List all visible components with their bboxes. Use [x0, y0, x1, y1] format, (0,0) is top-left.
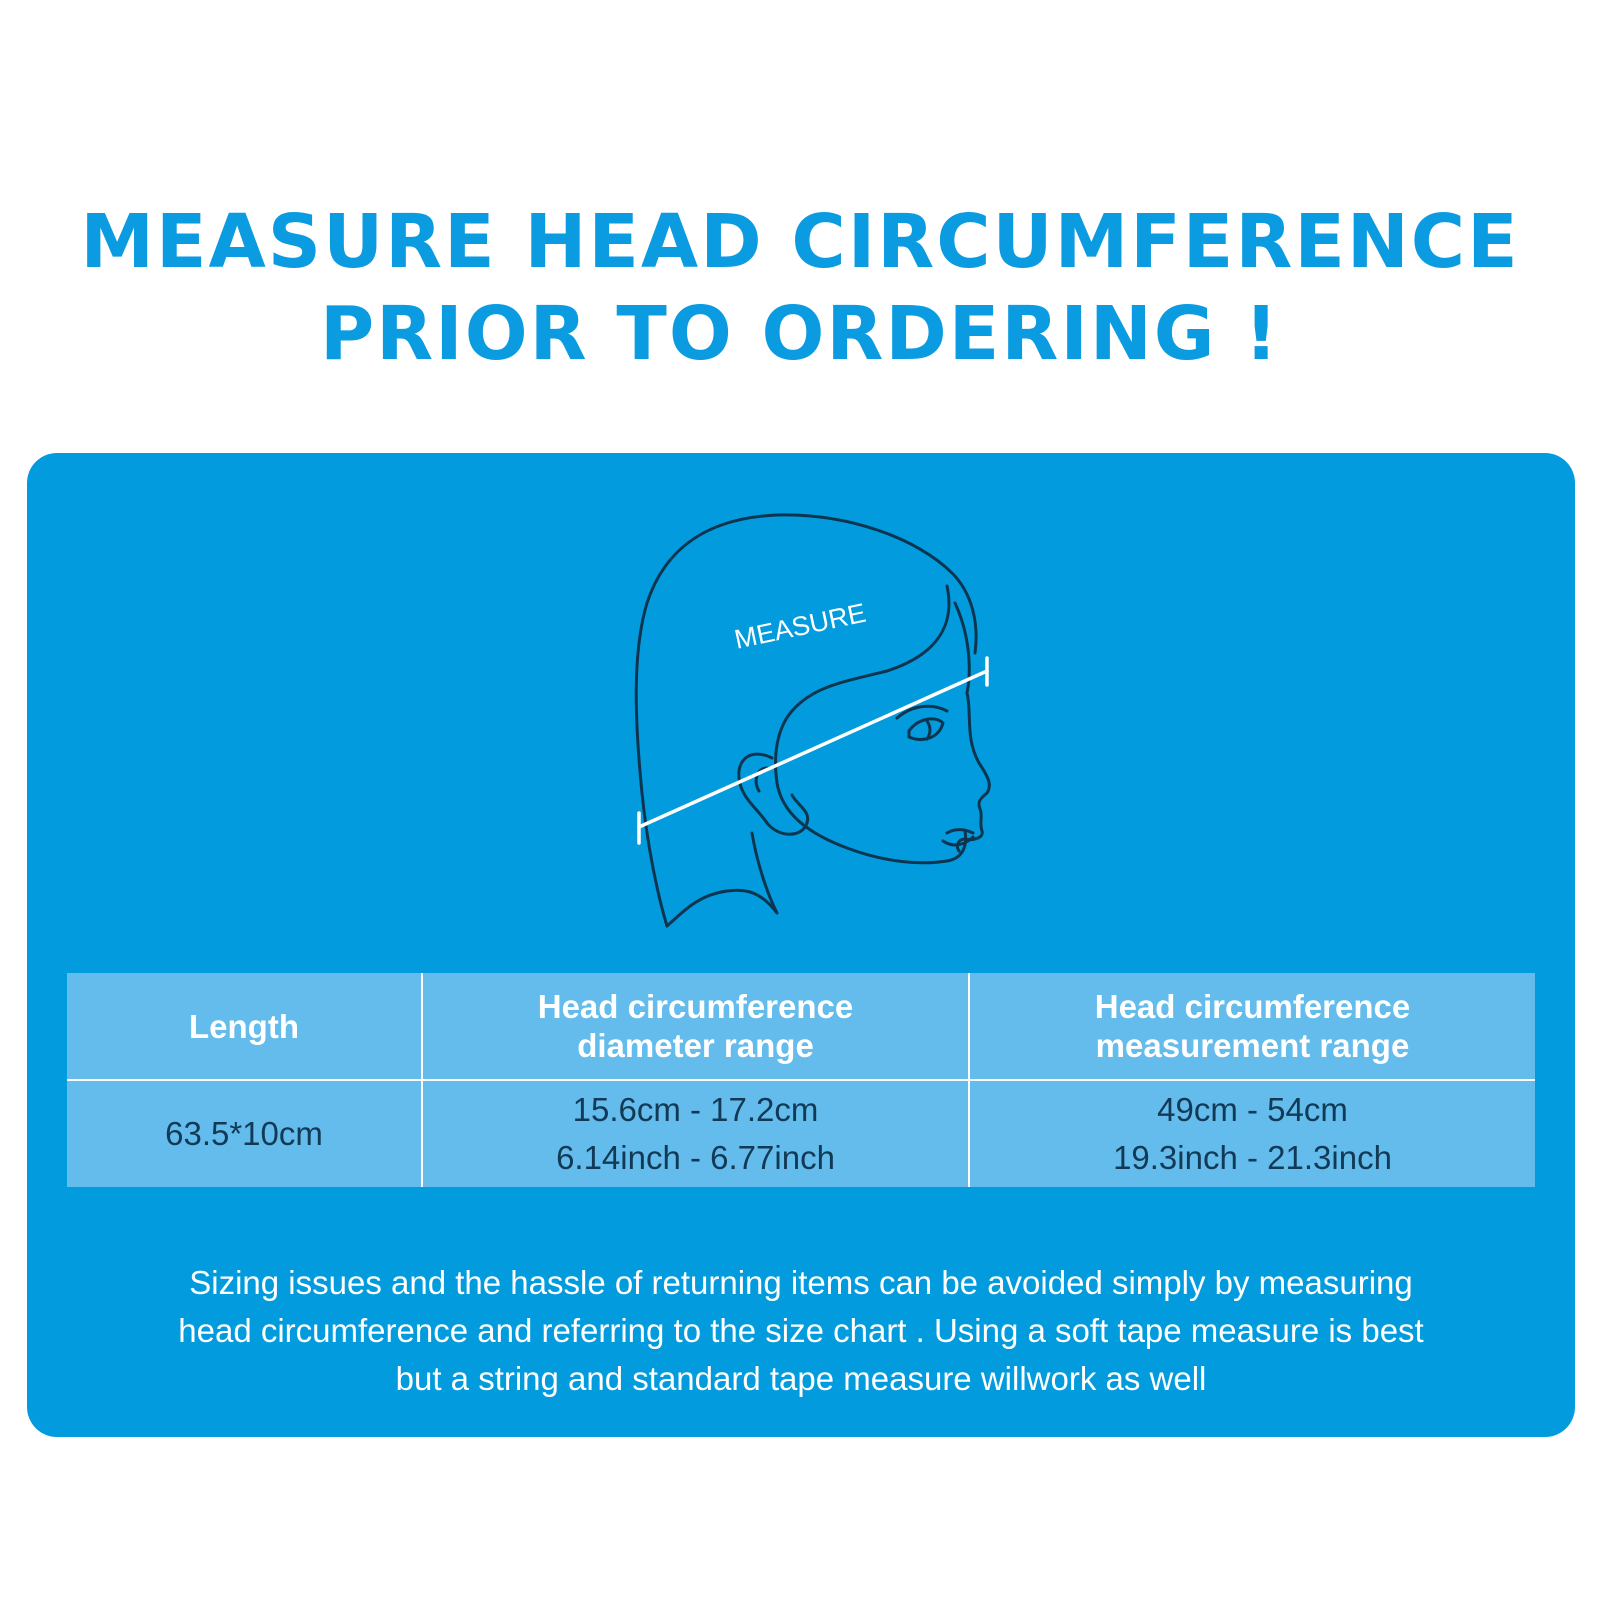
size-table: Length Head circumference diameter range…	[67, 973, 1535, 1187]
eyebrow	[895, 704, 949, 720]
header-measurement-range: Head circumference measurement range	[968, 973, 1535, 1081]
eye	[907, 717, 945, 741]
measure-label: MEASURE	[732, 598, 869, 655]
size-table-header-row: Length Head circumference diameter range…	[67, 973, 1535, 1081]
page-headline: MEASURE HEAD CIRCUMFERENCE PRIOR TO ORDE…	[0, 196, 1600, 380]
table-row: 63.5*10cm 15.6cm - 17.2cm 6.14inch - 6.7…	[67, 1079, 1535, 1187]
headline-line-1: MEASURE HEAD CIRCUMFERENCE	[80, 199, 1520, 285]
header-diameter-range: Head circumference diameter range	[421, 973, 970, 1081]
note-line-1: Sizing issues and the hassle of returnin…	[189, 1264, 1413, 1301]
lips	[941, 828, 975, 847]
cell-length: 63.5*10cm	[67, 1079, 423, 1187]
headline-line-2: PRIOR TO ORDERING !	[319, 291, 1281, 377]
hair-outline	[634, 513, 978, 928]
info-panel: MEASURE Length Head circumference diamet…	[27, 453, 1575, 1437]
note-line-3: but a string and standard tape measure w…	[395, 1360, 1207, 1397]
head-profile-measure-icon: MEASURE	[634, 513, 991, 928]
ear	[737, 752, 810, 836]
face-profile	[955, 691, 991, 853]
tape-line	[637, 669, 989, 829]
cell-measurement-range: 49cm - 54cm 19.3inch - 21.3inch	[968, 1079, 1535, 1187]
note-line-2: head circumference and referring to the …	[178, 1312, 1424, 1349]
hair-fringe	[774, 584, 968, 865]
neck-hair	[665, 831, 779, 928]
header-length: Length	[67, 973, 423, 1081]
sizing-note: Sizing issues and the hassle of returnin…	[87, 1259, 1515, 1403]
cell-diameter-range: 15.6cm - 17.2cm 6.14inch - 6.77inch	[421, 1079, 970, 1187]
hair-strand	[953, 601, 971, 695]
eye-pupil	[925, 719, 932, 741]
